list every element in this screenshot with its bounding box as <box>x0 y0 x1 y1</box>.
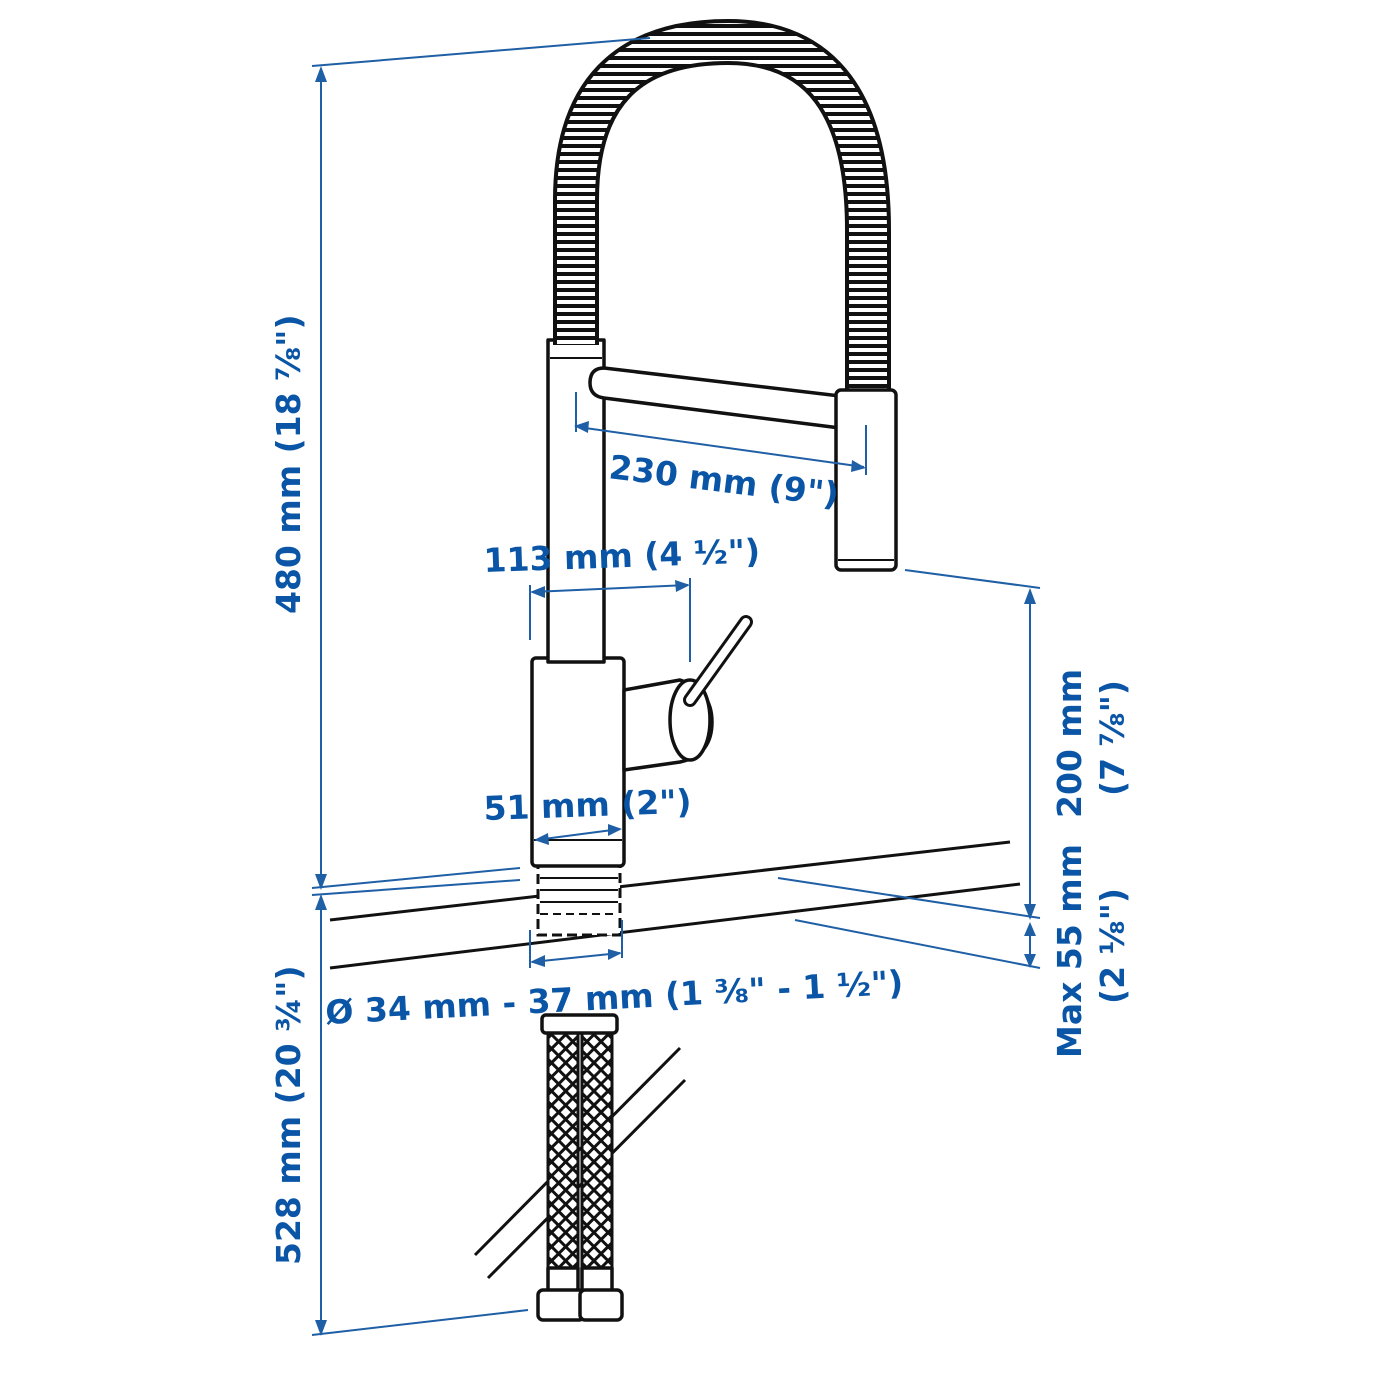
spring-hose <box>553 18 891 395</box>
spray-head <box>834 388 898 572</box>
below-length-label: 528 mm (20 ¾") <box>269 965 308 1265</box>
body-diameter-label: 51 mm (2") <box>483 782 692 828</box>
supply-hoses <box>536 1013 624 1322</box>
handle-reach-label: 113 mm (4 ½") <box>483 531 761 580</box>
total-height-label: 480 mm (18 ⅞") <box>269 314 308 614</box>
cabinet-edge <box>473 1046 687 1280</box>
spout-reach-label: 230 mm (9") <box>607 447 841 514</box>
max-thickness-in-label: (2 ⅛") <box>1093 888 1132 1004</box>
spout-arm <box>588 366 842 430</box>
clearance-mm-label: 200 mm <box>1050 669 1089 818</box>
countertop <box>329 840 1021 970</box>
dimension-labels: 480 mm (18 ⅞") 230 mm (9") 113 mm (4 ½")… <box>269 314 1132 1265</box>
clearance-in-label: (7 ⅞") <box>1093 680 1132 796</box>
max-thickness-mm-label: Max 55 mm <box>1050 844 1089 1058</box>
dimension-lines <box>311 37 1041 1336</box>
lever-handle <box>622 615 753 772</box>
threaded-shank <box>536 863 622 937</box>
